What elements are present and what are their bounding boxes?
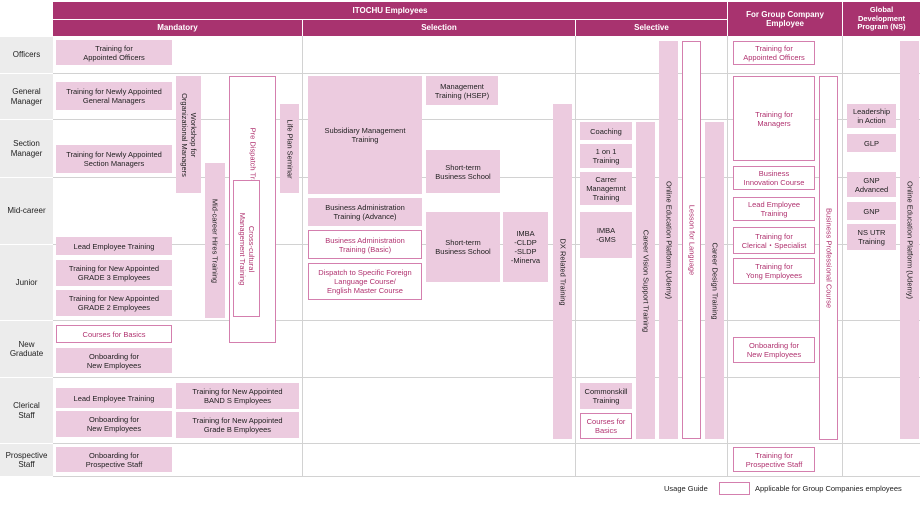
header-selection: Selection	[303, 20, 575, 36]
group-lead-employee: Lead Employee Training	[733, 197, 815, 221]
header-mandatory: Mandatory	[53, 20, 302, 36]
row-divider	[53, 119, 920, 120]
training-lesson-language-label: Lesson for Language	[687, 204, 696, 276]
global-gnp-advanced: GNP Advanced	[847, 172, 896, 197]
training-hsep: Management Training (HSEP)	[426, 76, 498, 105]
level-general-manager: General Manager	[0, 74, 53, 119]
level-clerical-staff: Clerical Staff	[0, 378, 53, 443]
row-divider	[53, 377, 920, 378]
training-new-general-managers: Training for Newly Appointed General Man…	[56, 82, 172, 110]
header-group-company: For Group Company Employee	[728, 2, 842, 36]
training-one-on-one: 1 on 1 Training	[580, 144, 632, 168]
training-mid-career-hires: Mid-career Hires Training	[205, 163, 225, 318]
training-onboarding-new: Onboarding for New Employees	[56, 348, 172, 373]
header-itochu-employees: ITOCHU Employees	[53, 2, 727, 19]
training-online-udemy-label: Online Education Platform (Udemy)	[664, 181, 673, 299]
training-courses-basics: Courses for Basics	[56, 325, 172, 343]
header-selective: Selective	[576, 20, 727, 36]
training-grade2: Training for New Appointed GRADE 2 Emplo…	[56, 290, 172, 316]
group-yong-employees: Training for Yong Employees	[733, 258, 815, 284]
training-life-plan-seminar: Life Plan Seminar	[280, 104, 299, 193]
row-divider	[53, 73, 920, 74]
level-new-graduate: New Graduate	[0, 321, 53, 377]
training-workshop-org-managers: Workshop for Organizational Managers	[176, 76, 201, 193]
training-career-design: Career Design Training	[705, 122, 724, 439]
training-courses-basics-selective: Courses for Basics	[580, 413, 632, 439]
global-glp: GLP	[847, 134, 896, 152]
legend-swatch	[719, 482, 750, 495]
training-band-s: Training for New Appointed BAND S Employ…	[176, 383, 299, 409]
training-lead-employee-clerical: Lead Employee Training	[56, 388, 172, 408]
training-subsidiary-management: Subsidiary Management Training	[308, 76, 422, 194]
training-career-vision-support-label: Career Vision Support Training	[641, 229, 650, 332]
level-junior: Junior	[0, 245, 53, 320]
row-divider	[53, 443, 920, 444]
training-career-design-label: Career Design Training	[710, 241, 719, 320]
group-training-managers: Training for Managers	[733, 76, 815, 161]
legend-text: Applicable for Group Companies employees	[755, 484, 902, 493]
training-new-section-managers: Training for Newly Appointed Section Man…	[56, 145, 172, 173]
level-mid-career: Mid-career	[0, 178, 53, 244]
training-career-management: Carrer Managemnt Training	[580, 172, 632, 205]
group-training-appointed-officers: Training for Appointed Officers	[733, 41, 815, 65]
training-short-term-business-2: Short-term Business School	[426, 212, 500, 282]
row-divider	[53, 320, 920, 321]
training-dispatch-foreign-language: Dispatch to Specific Foreign Language Co…	[308, 263, 422, 300]
level-prospective-staff: Prospective Staff	[0, 444, 53, 476]
training-mid-career-hires-label: Mid-career Hires Training	[210, 198, 220, 283]
training-coaching: Coaching	[580, 122, 632, 140]
training-imba: IMBA -CLDP -SLDP -Minerva	[503, 212, 548, 282]
column-divider	[842, 36, 843, 476]
training-cross-cultural: Cross-cultural Management Training	[233, 180, 260, 317]
group-business-professional: Business Professional Course	[819, 76, 838, 440]
training-dx-related: DX Related Training	[553, 104, 572, 439]
header-global-program: Global Development Program (NS)	[843, 2, 920, 36]
training-workshop-org-managers-label: Workshop for Organizational Managers	[179, 92, 198, 177]
group-clerical-specialist: Training for Clerical・Specialist	[733, 227, 815, 254]
global-online-udemy-label: Online Education Platform (Udemy)	[905, 181, 914, 299]
training-online-udemy: Online Education Platform (Udemy)	[659, 41, 678, 439]
global-leadership-in-action: Leadership in Action	[847, 104, 896, 128]
group-business-innovation: Business Innovation Course	[733, 166, 815, 190]
training-appointed-officers: Training for Appointed Officers	[56, 40, 172, 65]
training-cross-cultural-label: Cross-cultural Management Training	[237, 212, 256, 285]
training-ba-advance: Business Administration Training (Advanc…	[308, 198, 422, 226]
group-prospective-staff: Training for Prospective Staff	[733, 447, 815, 472]
training-life-plan-seminar-label: Life Plan Seminar	[285, 118, 294, 179]
level-officers: Officers	[0, 37, 53, 73]
training-ba-basic: Business Administration Training (Basic)	[308, 230, 422, 259]
group-onboarding-new: Onboarding for New Employees	[733, 337, 815, 363]
legend-label: Usage Guide	[664, 484, 708, 493]
training-lead-employee: Lead Employee Training	[56, 237, 172, 255]
level-section-manager: Section Manager	[0, 120, 53, 177]
column-divider	[302, 36, 303, 476]
column-divider	[575, 36, 576, 476]
training-short-term-business-1: Short-term Business School	[426, 150, 500, 193]
training-commonskill: Commonskill Training	[580, 383, 632, 409]
global-ns-utr: NS UTR Training	[847, 224, 896, 250]
training-grade-b: Training for New Appointed Grade B Emplo…	[176, 412, 299, 438]
row-divider	[53, 476, 920, 477]
training-dx-related-label: DX Related Training	[558, 237, 567, 306]
training-imba-gms: IMBA -GMS	[580, 212, 632, 258]
global-online-udemy: Online Education Platform (Udemy)	[900, 41, 919, 439]
global-gnp: GNP	[847, 202, 896, 220]
training-onboarding-prospective: Onboarding for Prospective Staff	[56, 447, 172, 472]
training-career-vision-support: Career Vision Support Training	[636, 122, 655, 439]
training-grade3: Training for New Appointed GRADE 3 Emplo…	[56, 260, 172, 286]
training-lesson-language: Lesson for Language	[682, 41, 701, 439]
column-divider	[727, 36, 728, 476]
training-onboarding-new-clerical: Onboarding for New Employees	[56, 411, 172, 437]
group-business-professional-label: Business Professional Course	[824, 207, 833, 309]
